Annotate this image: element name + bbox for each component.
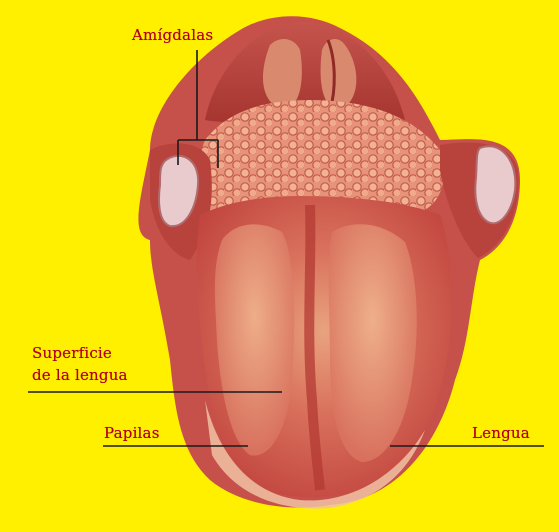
label-superficie-line2: de la lengua xyxy=(32,366,128,384)
uvula-left xyxy=(263,39,302,110)
label-superficie-line1: Superficie xyxy=(32,344,112,362)
label-lengua: Lengua xyxy=(472,424,530,442)
label-papilas: Papilas xyxy=(104,424,160,442)
label-amigdalas: Amígdalas xyxy=(132,26,213,44)
